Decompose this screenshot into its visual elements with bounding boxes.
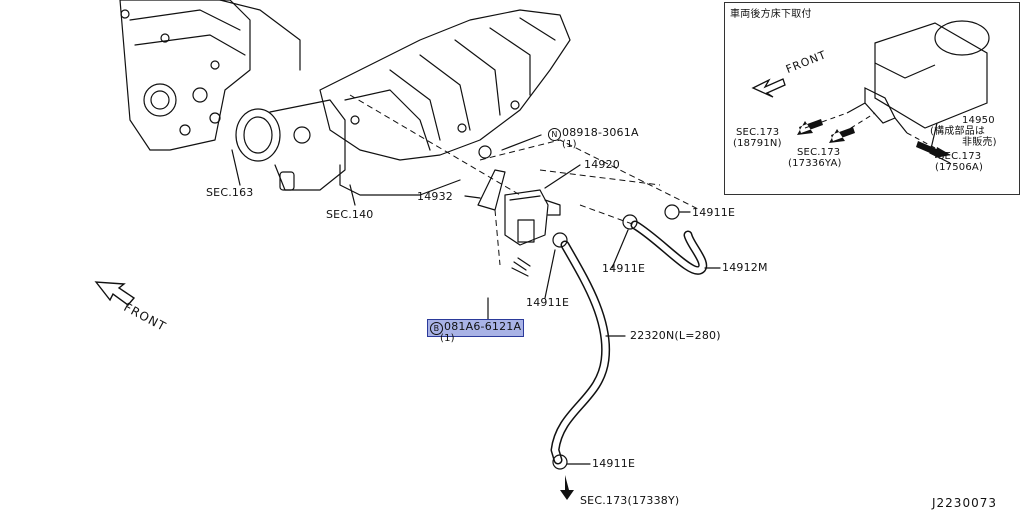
quantity-text: (1) (562, 139, 577, 150)
section-ref-code: (17506A) (935, 162, 984, 173)
front-arrow-icon (94, 281, 136, 306)
throttle-body (235, 99, 346, 191)
part-label-14920: 14920 (584, 158, 620, 171)
clamp-14911e (552, 454, 568, 470)
circled-letter: N (548, 128, 561, 141)
part-label-14911e: 14911E (526, 296, 570, 309)
inset-drawing (751, 20, 990, 164)
part-label-14911e: 14911E (592, 457, 636, 470)
intake-manifold (319, 9, 571, 196)
section-ref-sec140[interactable]: SEC.140 (326, 208, 374, 221)
section-ref-sec173-17506a[interactable]: SEC.173 (938, 151, 982, 162)
arrow-17506a-icon (916, 141, 951, 158)
part-number: 08918-3061A (562, 126, 639, 139)
arrow-down-icon (560, 475, 574, 500)
section-ref-code: (18791N) (733, 138, 782, 149)
front-arrow-icon (751, 78, 786, 98)
part-label-14911e: 14911E (692, 206, 736, 219)
part-label-22320n: 22320N(L=280) (630, 329, 721, 342)
figure-id: J2230073 (932, 496, 997, 510)
clamp-14911e (552, 232, 568, 248)
section-ref-sec173-17338y[interactable]: SEC.173(17338Y) (580, 494, 680, 507)
part-label-14912m: 14912M (722, 261, 768, 274)
section-ref-sec163[interactable]: SEC.163 (206, 186, 254, 199)
part-note: (構成部品は (930, 126, 986, 137)
circled-letter: B (430, 322, 443, 335)
section-ref-sec173-18791n[interactable]: SEC.173 (736, 127, 780, 138)
section-ref-code: (17336YA) (788, 158, 842, 169)
section-ref-sec173-17336ya[interactable]: SEC.173 (797, 147, 841, 158)
inset-title: 車両後方床下取付 (730, 9, 812, 20)
engine-block (119, 0, 301, 151)
arrow-17336ya-icon (829, 127, 855, 143)
part-number: 081A6-6121A (444, 320, 522, 333)
canister-14950 (874, 22, 988, 129)
part-label-14950: 14950 (962, 115, 995, 126)
part-label-14932: 14932 (417, 190, 453, 203)
quantity-text: (1) (440, 333, 455, 344)
inset-panel (724, 2, 1020, 195)
part-label-14911e: 14911E (602, 262, 646, 275)
part-note: 非販売) (962, 137, 997, 148)
purge-valve (477, 145, 561, 246)
clamp-14911e (622, 214, 638, 230)
arrow-18791n-icon (797, 119, 823, 135)
bolt (511, 257, 531, 277)
clamp-14911e (664, 204, 680, 220)
